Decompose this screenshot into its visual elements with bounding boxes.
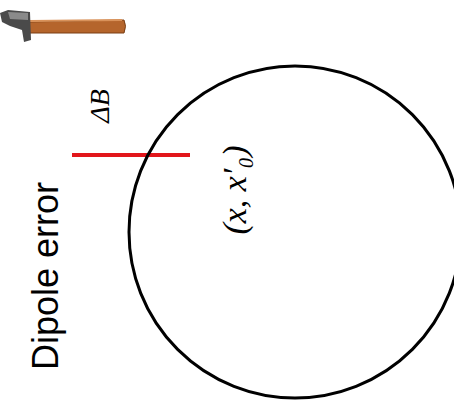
field-error-symbol: ΔB [84, 89, 116, 123]
circle-outline [127, 64, 454, 400]
coordinate-label: (x, x′₀) [216, 145, 254, 234]
dipole-kick-line [72, 153, 190, 157]
annotation-label: Dipole error [25, 182, 67, 370]
hammer-icon [0, 10, 126, 42]
phase-space-circle: (x, x′₀) [127, 64, 454, 400]
